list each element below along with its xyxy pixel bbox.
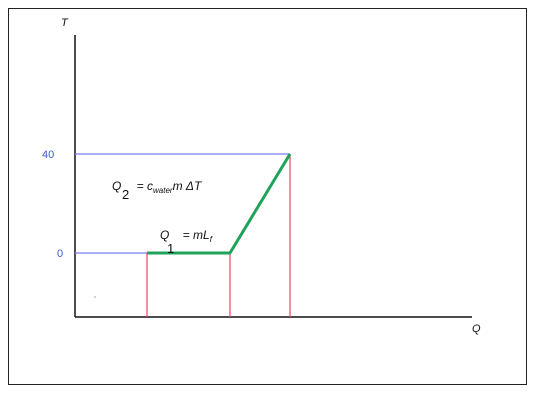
tick-label-0: 0 bbox=[57, 248, 63, 260]
equation-q2: Q = cwaterm ΔT 2 bbox=[112, 179, 203, 202]
stray-dot bbox=[94, 296, 96, 298]
tick-label-40: 40 bbox=[42, 149, 54, 161]
svg-text:Q = mLf: Q = mLf bbox=[160, 228, 213, 244]
q2-tail: m ΔT bbox=[173, 179, 203, 193]
heating-curve bbox=[147, 153, 292, 255]
equation-q1: Q = mLf 1 bbox=[160, 228, 213, 256]
y-axis-label: T bbox=[61, 17, 69, 29]
q2-symbol: Q bbox=[112, 179, 121, 193]
q2-rest: = c bbox=[133, 179, 153, 193]
q2-index: 2 bbox=[122, 187, 129, 202]
q1-sub: f bbox=[210, 235, 213, 244]
svg-text:Q = cwaterm ΔT: Q = cwaterm ΔT bbox=[112, 179, 203, 195]
q1-index: 1 bbox=[167, 241, 174, 256]
q1-rest: = mL bbox=[179, 228, 209, 242]
diagram-frame bbox=[8, 8, 527, 385]
q1-symbol: Q bbox=[160, 228, 169, 242]
x-axis-label: Q bbox=[472, 323, 481, 335]
q2-sub: water bbox=[153, 186, 173, 195]
